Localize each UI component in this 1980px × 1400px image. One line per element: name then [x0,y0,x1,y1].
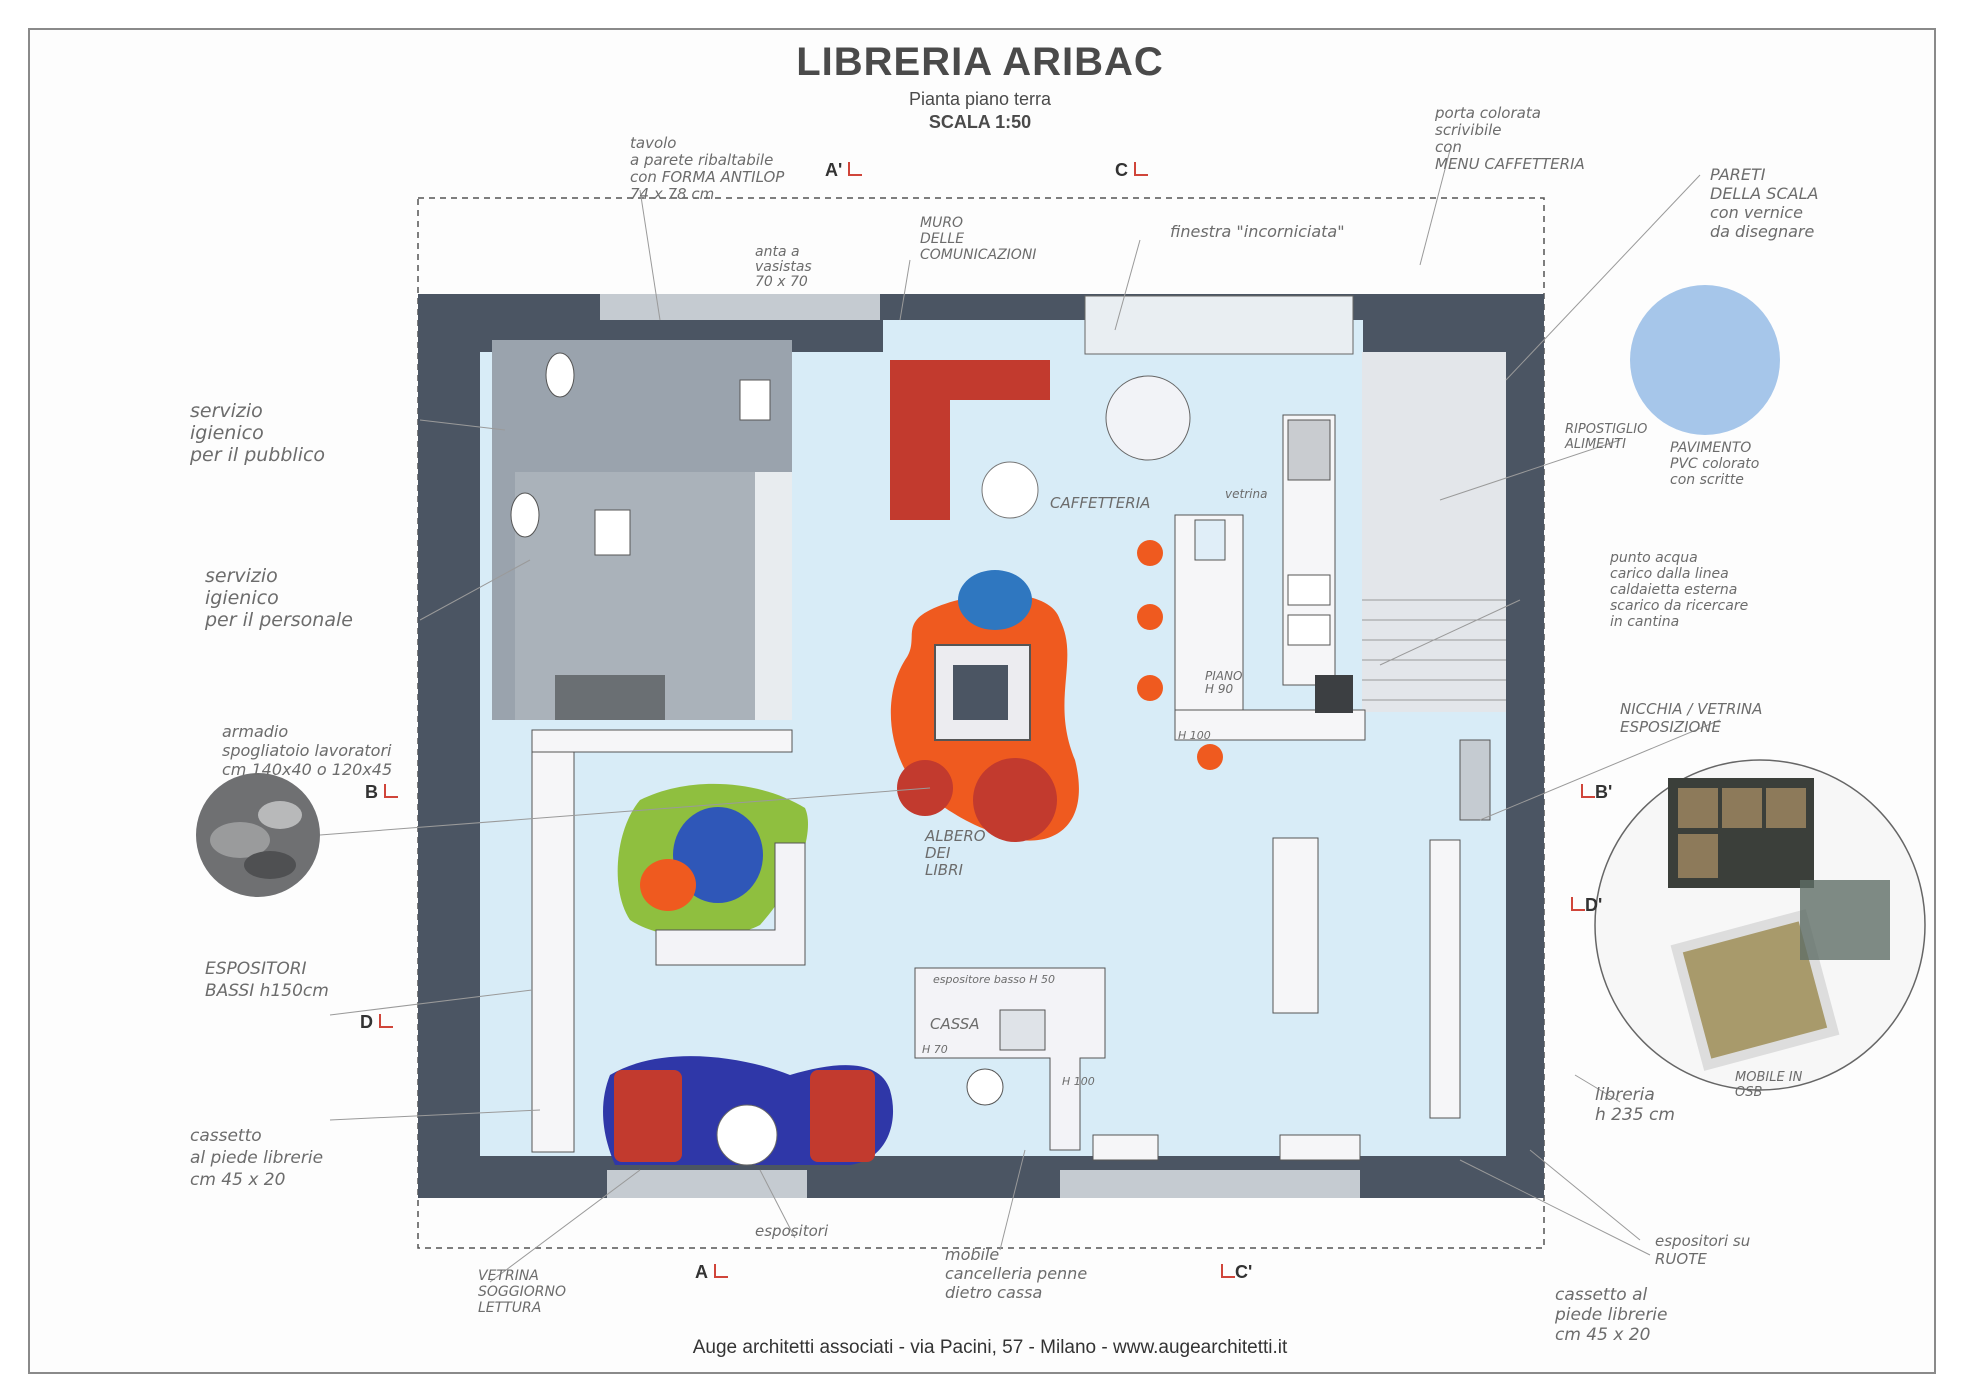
bookshelf-right [1429,839,1461,1119]
blue-armchair [673,807,763,903]
cafe-counter-bottom [1174,709,1366,741]
orange-pouf [640,859,696,911]
note-porta: porta colorata scrivibile con MENU CAFFE… [1435,104,1585,173]
restroom-vestibule [492,472,515,720]
title-block: LIBRERIA ARIBAC Pianta piano terra SCALA… [700,40,1260,133]
section-a-bottom: A [695,1262,728,1283]
note-pavimento: PAVIMENTO PVC colorato con scritte [1670,440,1760,488]
osb-shelf-photo [1800,880,1890,960]
note-cassetto-right: cassetto al piede librerie cm 45 x 20 [1555,1285,1668,1345]
stool-1 [1137,540,1163,566]
label-caffetteria: CAFFETTERIA [1050,494,1151,512]
sofa-red [890,360,1050,520]
note-muro: MURO DELLE COMUNICAZIONI [920,215,1037,263]
note-nicchia: NICCHIA / VETRINA ESPOSIZIONE [1620,700,1763,736]
white-sofa [655,842,806,966]
section-b-right: B' [1575,782,1612,803]
label-piano: PIANO H 90 [1205,669,1243,696]
blue-pouf [958,570,1032,630]
note-libreria-h: libreria h 235 cm [1595,1085,1675,1125]
wall-bottom [418,1156,1544,1198]
cafe-sink-1 [1287,574,1331,606]
wall-right [1506,294,1544,1194]
drawing-title: LIBRERIA ARIBAC [796,40,1164,84]
locker-cabinet [555,675,665,720]
note-pareti: PARETI DELLA SCALA con vernice da disegn… [1710,165,1819,241]
bookshelf-left [531,751,575,1153]
flooring-sample [1630,285,1780,435]
section-d-left: D' [1565,895,1602,916]
note-espositori-ruote: espositori su RUOTE [1655,1232,1751,1268]
bookshelf-top [531,729,793,753]
section-c-top: C [1115,160,1148,181]
note-cassetto-left: cassetto al piede librerie cm 45 x 20 [190,1126,324,1190]
label-h100-cafe: H 100 [1178,729,1211,742]
cash-stool [966,1068,1004,1106]
footer-credits: Auge architetti associati - via Pacini, … [692,1337,1288,1358]
book-tree-core [953,665,1008,720]
cafe-showcase [1194,519,1226,561]
wheeled-display-1 [1092,1134,1159,1161]
stool-2 [1137,604,1163,630]
sink-2 [594,509,631,556]
toilet-1 [545,352,575,398]
note-servizio-pubblico: servizio igienico per il pubblico [190,400,326,466]
section-a-top: A' [825,160,863,181]
cafe-corner [1315,675,1353,713]
label-albero: ALBERO DEI LIBRI [925,827,986,879]
note-punto-acqua: punto acqua carico dalla linea caldaiett… [1610,550,1749,630]
wheeled-display-2 [1279,1134,1361,1161]
niche-showcase [1459,739,1491,821]
sink-1 [739,379,771,421]
window-framed [1084,295,1354,355]
display-island [1272,837,1319,1014]
cafe-sink-2 [1287,614,1331,646]
toilet-2 [510,492,540,538]
window-bottom-right [1060,1170,1360,1198]
note-mobile-osb: MOBILE IN OSB [1735,1070,1803,1100]
wall-left [418,294,480,1194]
service-corridor [755,472,792,720]
note-armadio: armadio spogliatoio lavoratori cm 140x40… [222,722,393,779]
section-d-right: D [360,1012,393,1033]
label-h100-cassa: H 100 [1062,1075,1095,1088]
label-cassa: CASSA [930,1015,980,1033]
stationery-cabinet [999,1009,1046,1051]
label-vetrina: vetrina [1225,487,1268,501]
drawing-scale: SCALA 1:50 [928,112,1032,132]
note-espositori-bassi: ESPOSITORI BASSI h150cm [205,959,329,1001]
stool-4 [1197,744,1223,770]
note-mobile-cancelleria: mobile cancelleria penne dietro cassa [945,1245,1088,1302]
note-ripostiglio: RIPOSTIGLIO ALIMENTI [1565,422,1648,452]
red-armchair-1 [614,1070,682,1162]
window-bottom-left [607,1170,807,1198]
osb-panel-photo [1670,909,1840,1071]
note-finestra: finestra "incorniciata" [1170,222,1345,241]
red-pouf-2 [973,758,1057,842]
label-espositore-basso: espositore basso H 50 [933,973,1056,986]
note-servizio-personale: servizio igienico per il personale [205,565,353,631]
reading-table [716,1104,778,1166]
cafe-appliance [1287,419,1331,481]
cash-desk [914,967,1106,1151]
note-tavolo: tavolo a parete ribaltabile con FORMA AN… [630,134,785,203]
note-espositori: espositori [755,1222,829,1240]
red-armchair-2 [810,1070,875,1162]
note-anta: anta a vasistas 70 x 70 [755,244,812,290]
stool-3 [1137,675,1163,701]
window-top [600,294,880,320]
round-table [981,461,1039,519]
staircase [1362,352,1506,712]
book-tree-shelf [934,644,1031,741]
label-h70: H 70 [922,1043,948,1056]
cafe-table [1105,375,1191,461]
drawing-subtitle: Pianta piano terra [908,89,1052,109]
note-vetrina-soggiorno: VETRINA SOGGIORNO LETTURA [478,1268,566,1316]
section-c-bottom: C' [1215,1262,1252,1283]
section-b-left: B [365,782,398,803]
